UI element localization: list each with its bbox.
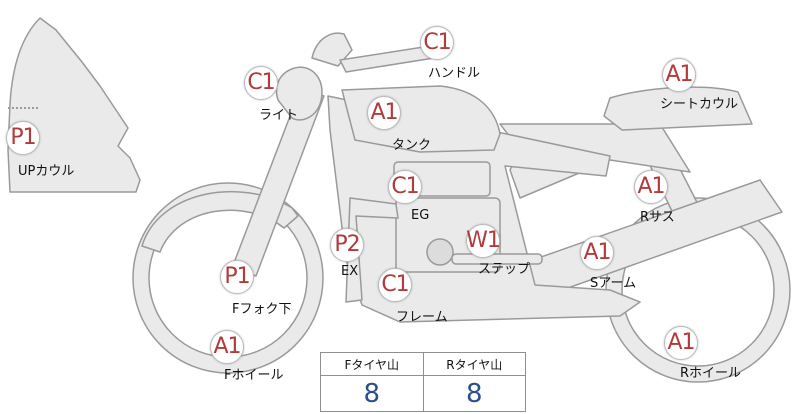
part-label-handle: ハンドル xyxy=(428,66,481,81)
step-shape xyxy=(451,253,543,265)
rear-tire-header: Rタイヤ山 xyxy=(422,353,526,375)
grade-marker-rear-wheel: A1 xyxy=(664,326,698,360)
grade-marker-light: C1 xyxy=(244,66,278,100)
grade-marker-rear-suspension: A1 xyxy=(634,170,668,204)
grade-marker-engine: C1 xyxy=(388,170,422,204)
part-label-seat-cowl: シートカウル xyxy=(660,97,739,112)
part-label-up-cowl: UPカウル xyxy=(18,164,75,179)
part-label-rear-wheel: Rホイール xyxy=(680,366,742,381)
part-label-tank: タンク xyxy=(392,138,432,153)
grade-marker-tank: A1 xyxy=(367,96,401,130)
tire-table-header-row: Fタイヤ山 Rタイヤ山 xyxy=(321,353,525,376)
part-label-step: ステップ xyxy=(478,262,531,277)
front-tire-header: Fタイヤ山 xyxy=(344,357,400,372)
grade-marker-handle: C1 xyxy=(420,26,454,60)
grade-marker-front-wheel: A1 xyxy=(210,330,244,364)
tire-table-value-row: 8 8 xyxy=(321,376,525,412)
grade-marker-seat-cowl: A1 xyxy=(662,58,696,92)
front-tire-value: 8 xyxy=(363,379,381,409)
grade-marker-exhaust: P2 xyxy=(330,228,364,262)
part-label-exhaust: EX xyxy=(341,264,359,279)
part-label-front-wheel: Fホイール xyxy=(224,368,284,383)
exhaust-shape xyxy=(345,197,399,303)
up-cowl-shape xyxy=(7,17,141,193)
part-label-light: ライト xyxy=(259,108,299,123)
part-label-engine: EG xyxy=(411,208,430,223)
part-label-front-fork: Fフォク下 xyxy=(232,302,292,317)
rear-tire-value: 8 xyxy=(422,376,526,412)
part-label-rear-suspension: Rサス xyxy=(640,210,675,225)
grade-marker-front-fork: P1 xyxy=(220,260,254,294)
part-label-frame: フレーム xyxy=(396,310,448,325)
grade-marker-up-cowl: P1 xyxy=(6,121,40,155)
handlebar-shape xyxy=(311,32,435,73)
grade-marker-frame: C1 xyxy=(378,268,412,302)
grade-marker-step: W1 xyxy=(466,224,501,258)
part-label-swing-arm: Sアーム xyxy=(590,276,637,291)
grade-marker-swing-arm: A1 xyxy=(580,236,614,270)
seat-cowl-shape xyxy=(603,86,753,131)
tire-tread-table: Fタイヤ山 Rタイヤ山 8 8 xyxy=(320,352,526,412)
